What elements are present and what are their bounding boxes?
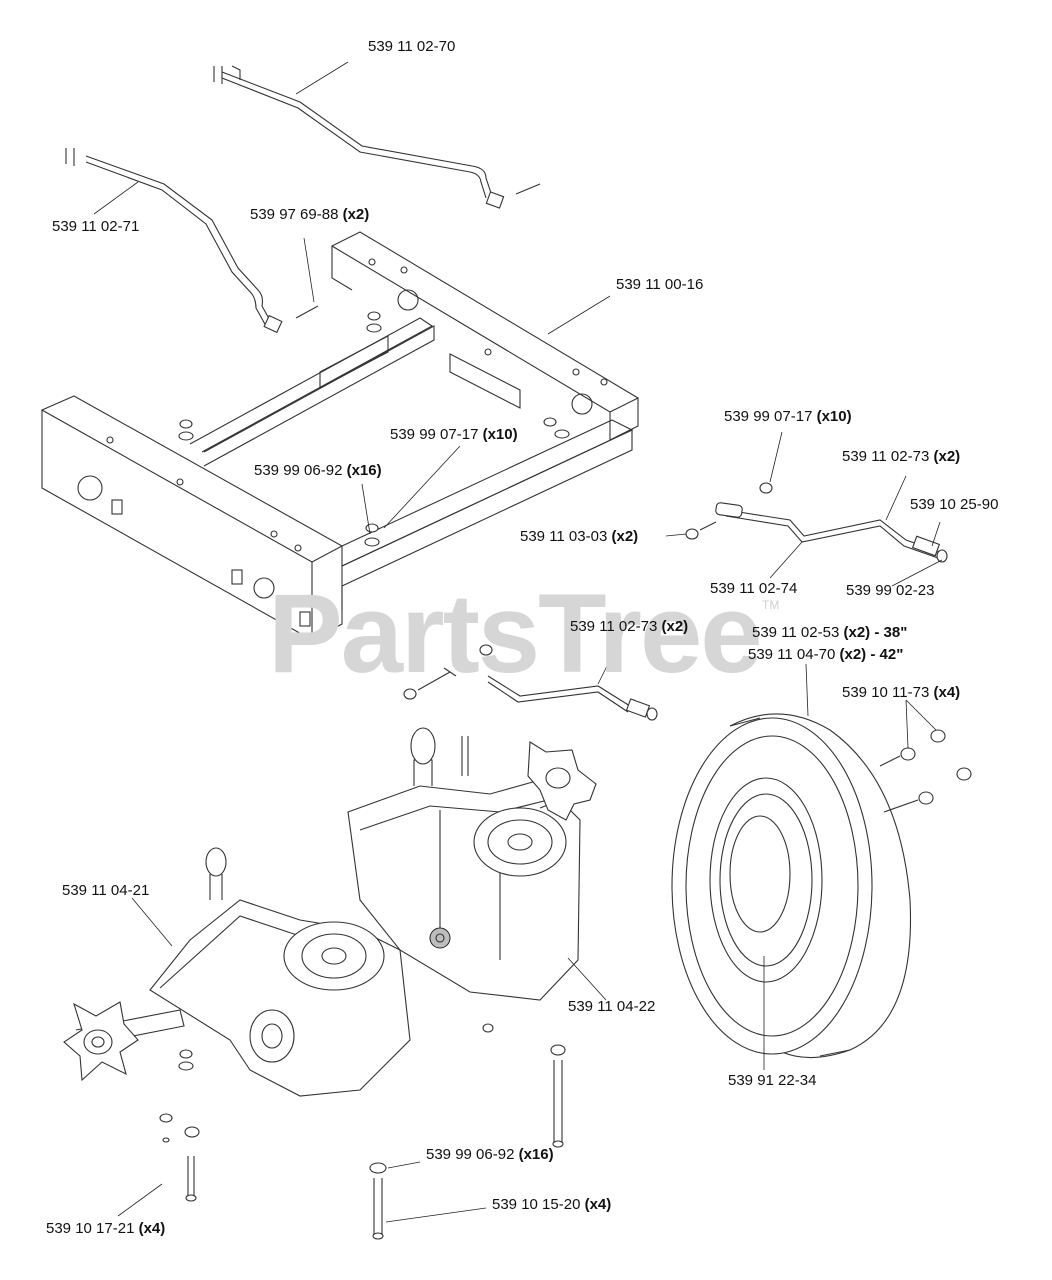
watermark-text: PartsTree	[268, 571, 763, 696]
leader-539-11-02-73-b	[597, 639, 621, 685]
leader-539-10-15-20	[385, 1207, 487, 1223]
watermark-tm: TM	[762, 598, 780, 612]
label-539-11-02-73-upper[interactable]: 539 11 02-73 (x2)	[842, 448, 961, 465]
leader-539-11-02-71	[93, 181, 139, 215]
label-539-99-06-92-frame[interactable]: 539 99 06-92 (x16)	[254, 462, 382, 479]
leader-539-99-06-92-b	[387, 1161, 421, 1169]
control-rod-upper	[213, 65, 541, 209]
label-539-10-11-73[interactable]: 539 10 11-73 (x4)	[842, 684, 961, 701]
leader-539-99-06-92-a	[361, 483, 371, 535]
label-539-11-00-16[interactable]: 539 11 00-16	[616, 276, 704, 293]
leader-539-11-00-16	[547, 295, 611, 335]
rear-wheel-tire	[671, 713, 972, 1059]
leader-539-10-17-21	[117, 1183, 163, 1217]
label-539-11-02-74[interactable]: 539 11 02-74	[710, 580, 798, 597]
label-539-11-04-21[interactable]: 539 11 04-21	[62, 882, 150, 899]
label-539-99-07-17-frame[interactable]: 539 99 07-17 (x10)	[390, 426, 518, 443]
label-539-10-17-21[interactable]: 539 10 17-21 (x4)	[46, 1220, 166, 1237]
transaxle-left	[63, 847, 411, 1097]
linkage-rod-middle	[403, 644, 658, 721]
label-539-99-07-17-linkage[interactable]: 539 99 07-17 (x10)	[724, 408, 852, 425]
leader-539-11-03-03	[665, 533, 687, 537]
leader-539-10-25-90	[931, 521, 941, 547]
label-539-11-02-70[interactable]: 539 11 02-70	[368, 38, 456, 55]
label-539-11-02-71[interactable]: 539 11 02-71	[52, 218, 140, 235]
label-539-99-06-92-bolts[interactable]: 539 99 06-92 (x16)	[426, 1146, 554, 1163]
label-539-91-22-34[interactable]: 539 91 22-34	[728, 1072, 817, 1089]
transaxle-right	[347, 727, 597, 1033]
label-539-99-02-23[interactable]: 539 99 02-23	[846, 582, 935, 599]
label-539-11-03-03[interactable]: 539 11 03-03 (x2)	[520, 528, 639, 545]
frame-hardware	[178, 311, 570, 547]
frame-assembly	[40, 231, 640, 641]
leader-539-11-02-74	[769, 541, 803, 579]
leader-539-11-02-73-a	[885, 475, 907, 521]
leader-539-99-07-17-b	[769, 431, 783, 483]
mounting-bolts	[159, 1044, 566, 1240]
label-539-11-02-53[interactable]: 539 11 02-53 (x2) - 38"	[752, 624, 908, 641]
leader-539-10-11-73	[905, 699, 937, 749]
leader-539-11-04-22	[567, 957, 607, 1001]
leader-539-99-07-17-a	[383, 445, 461, 529]
label-539-97-69-88[interactable]: 539 97 69-88 (x2)	[250, 206, 370, 223]
linkage-rod-right	[685, 482, 948, 563]
leader-539-11-02-70	[295, 61, 349, 95]
label-539-11-04-22[interactable]: 539 11 04-22	[568, 998, 656, 1015]
leader-539-11-04-21	[131, 897, 173, 947]
label-539-10-25-90[interactable]: 539 10 25-90	[910, 496, 999, 513]
leader-539-97-69-88	[303, 237, 315, 303]
control-rod-lower	[65, 148, 319, 334]
label-539-11-02-73-lower[interactable]: 539 11 02-73 (x2)	[570, 618, 689, 635]
leader-539-99-02-23	[891, 559, 943, 587]
label-539-10-15-20[interactable]: 539 10 15-20 (x4)	[492, 1196, 612, 1213]
leader-539-11-02-53	[805, 663, 809, 717]
label-539-11-04-70[interactable]: 539 11 04-70 (x2) - 42"	[748, 646, 904, 663]
